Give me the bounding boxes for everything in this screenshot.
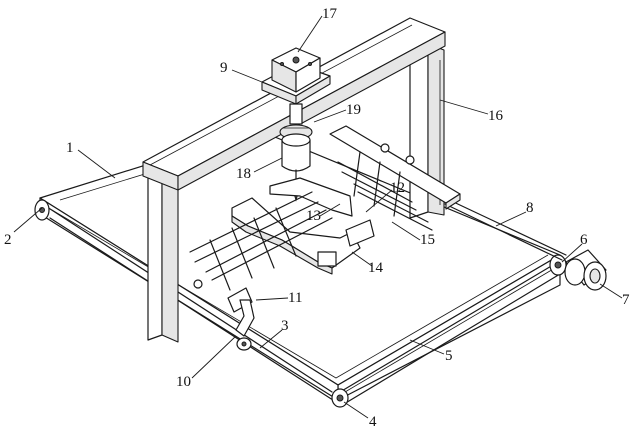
- callout-8: 8: [526, 200, 534, 216]
- callout-11: 11: [288, 290, 302, 306]
- callout-16: 16: [488, 108, 504, 124]
- callout-15: 15: [420, 232, 435, 248]
- callout-leaders: [13, 15, 623, 419]
- callout-13: 13: [306, 208, 321, 224]
- callout-3: 3: [281, 318, 289, 334]
- callout-1: 1: [66, 140, 74, 156]
- callout-2: 2: [4, 232, 12, 248]
- callout-5: 5: [445, 348, 453, 364]
- pulley-front: [331, 388, 349, 408]
- lifting-motor: [271, 47, 321, 93]
- callout-19: 19: [346, 102, 361, 118]
- slide-rail-left: [189, 191, 333, 291]
- rail-right: [444, 197, 567, 261]
- callout-7: 7: [622, 292, 630, 308]
- pulley-left: [34, 199, 50, 221]
- slide-rail-upper: [329, 125, 461, 210]
- conveyor-belt: [43, 204, 337, 403]
- callout-9: 9: [220, 60, 228, 76]
- callout-4: 4: [369, 414, 377, 430]
- slide-rail-right: [337, 151, 433, 231]
- callout-12: 12: [390, 180, 405, 196]
- callout-14: 14: [368, 260, 384, 276]
- motor: [564, 249, 607, 291]
- belt-drive: [339, 261, 561, 405]
- crank-handle: [193, 279, 255, 351]
- callout-10: 10: [176, 374, 191, 390]
- callout-18: 18: [236, 166, 251, 182]
- callout-labels: 1 2 3 4 5 6 7 8 9 10 11 12 13 14 15 16 1…: [4, 6, 630, 430]
- callout-6: 6: [580, 232, 588, 248]
- callout-17: 17: [322, 6, 338, 22]
- tool-head: [281, 133, 311, 202]
